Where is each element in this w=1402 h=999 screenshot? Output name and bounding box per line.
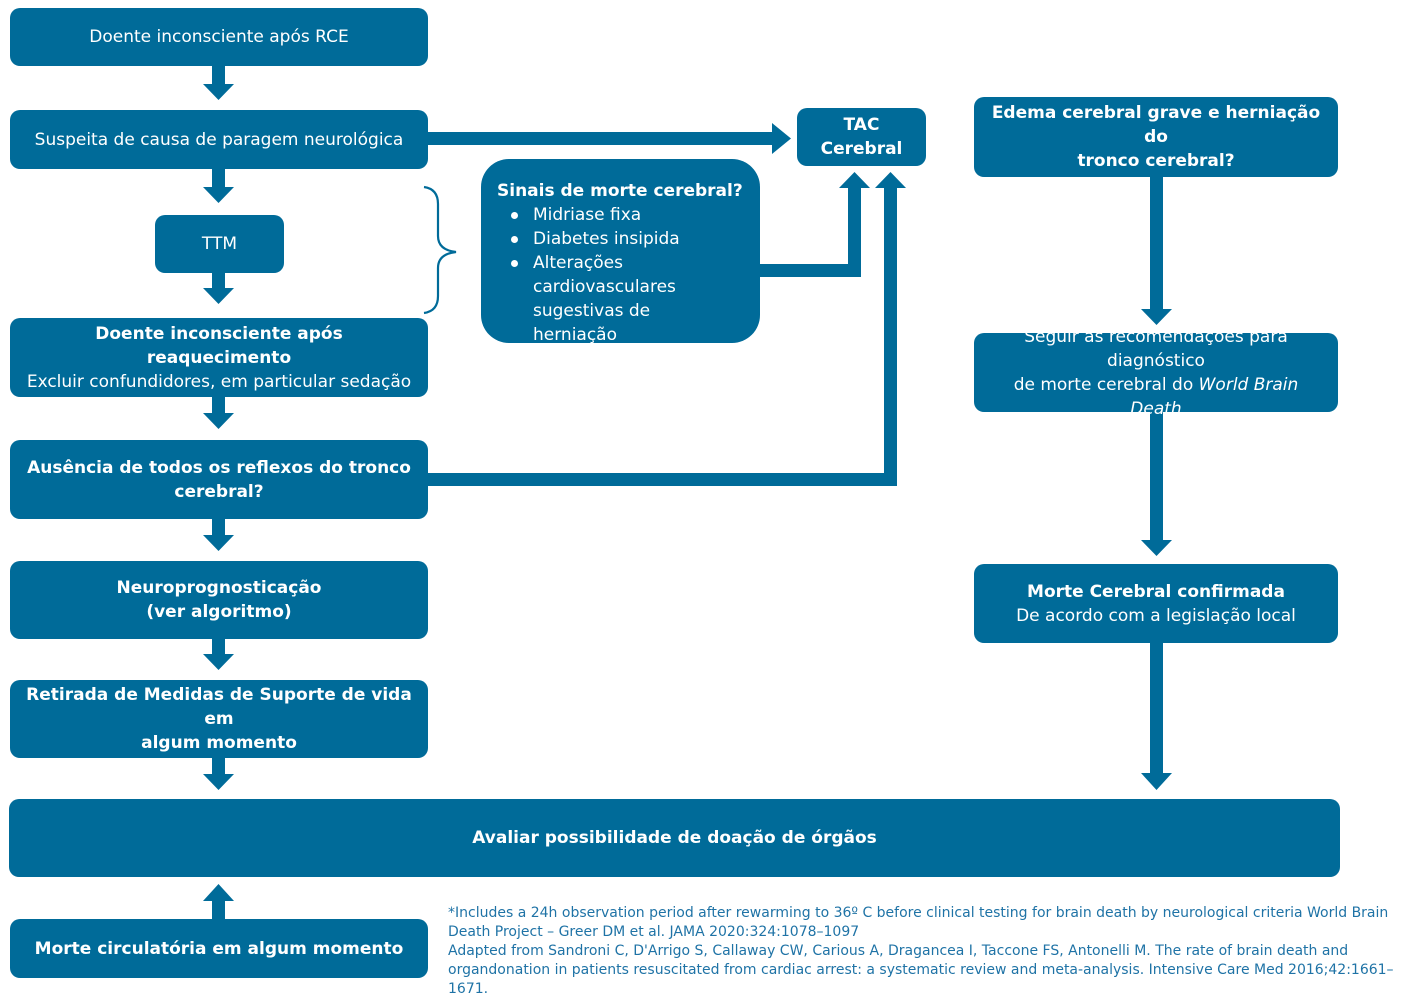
arrow-down-7 <box>203 758 234 790</box>
label: Suspeita de causa de paragem neurológica <box>34 129 404 150</box>
footnotes: *Includes a 24h observation period after… <box>448 904 1398 999</box>
line2: (ver algoritmo) <box>146 602 292 622</box>
arrow-down-1 <box>203 66 234 100</box>
signs-title: Sinais de morte cerebral? <box>497 181 743 201</box>
label: Morte circulatória em algum momento <box>34 938 404 959</box>
sign-item: Diabetes insipida <box>511 227 744 251</box>
line2: cerebral? <box>174 481 264 502</box>
line1: Seguir as recomendações para diagnóstico <box>1024 326 1288 371</box>
line2-italic: World Brain Death <box>1130 374 1299 419</box>
title: Doente inconsciente após reaquecimento <box>95 323 343 368</box>
arrow-down-3 <box>203 273 234 304</box>
arrow-right-to-ct <box>428 123 791 154</box>
footnote-1: *Includes a 24h observation period after… <box>448 905 1389 940</box>
label: Doente inconsciente após RCE <box>89 27 349 47</box>
box-organ-donation: Avaliar possibilidade de doação de órgão… <box>9 799 1340 877</box>
arrow-up-circulatory <box>203 884 234 919</box>
line2: de morte cerebral do World Brain Death <box>988 373 1324 421</box>
arrow-down-5 <box>203 519 234 551</box>
box-ttm: TTM <box>155 215 284 273</box>
subtitle: De acordo com a legislação local <box>1016 605 1296 626</box>
sign-item: Alterações cardiovasculares sugestivas d… <box>511 251 733 347</box>
box-withdrawal-life-support: Retirada de Medidas de Suporte de vida e… <box>10 680 428 758</box>
brace <box>423 185 457 315</box>
label: TTM <box>201 234 238 254</box>
line1: Ausência de todos os reflexos do tronco <box>27 457 411 478</box>
box-severe-edema: Edema cerebral grave e herniação do tron… <box>974 97 1338 177</box>
box-brain-death-confirmed: Morte Cerebral confirmada De acordo com … <box>974 564 1338 643</box>
arrow-down-6 <box>203 639 234 670</box>
footnote-2: Adapted from Sandroni C, D'Arrigo S, Cal… <box>448 943 1394 997</box>
label: TAC Cerebral <box>820 115 903 159</box>
sign-item: Midriase fixa <box>511 203 744 227</box>
box-brain-death-signs: Sinais de morte cerebral? Midriase fixa … <box>481 159 760 345</box>
box-follow-recommendations: Seguir as recomendações para diagnóstico… <box>974 327 1338 419</box>
title: Morte Cerebral confirmada <box>1027 581 1285 602</box>
arrow-down-2 <box>203 169 234 203</box>
line2-prefix: de morte cerebral do <box>1013 374 1194 395</box>
arrow-right-col-2 <box>1141 412 1172 556</box>
line1: Neuroprognosticação <box>116 578 322 598</box>
label: Avaliar possibilidade de doação de órgão… <box>472 828 877 848</box>
arrow-signs-to-ct <box>758 172 870 277</box>
box-unconscious-after-rosc: Doente inconsciente após RCE <box>10 8 428 66</box>
box-absent-brainstem-reflexes: Ausência de todos os reflexos do tronco … <box>10 440 428 519</box>
box-ct-scan: TAC Cerebral <box>797 108 926 166</box>
box-neuroprognostication: Neuroprognosticação (ver algoritmo) <box>10 561 428 639</box>
box-circulatory-death: Morte circulatória em algum momento <box>10 919 428 978</box>
box-suspected-neuro-cause: Suspeita de causa de paragem neurológica <box>10 110 428 169</box>
subtitle: Excluir confundidores, em particular sed… <box>26 371 412 392</box>
line2: tronco cerebral? <box>1077 151 1235 171</box>
box-unconscious-after-rewarming: Doente inconsciente após reaquecimento E… <box>10 318 428 397</box>
arrow-reflexes-to-ct <box>428 172 906 486</box>
line1: Edema cerebral grave e herniação do <box>991 103 1321 147</box>
line2: algum momento <box>141 733 297 753</box>
arrow-down-4 <box>203 397 234 429</box>
arrow-right-col-3 <box>1141 643 1172 790</box>
arrow-right-col-1 <box>1141 177 1172 325</box>
signs-list: Midriase fixa Diabetes insipida Alteraçõ… <box>497 203 744 347</box>
line1: Retirada de Medidas de Suporte de vida e… <box>26 685 412 729</box>
